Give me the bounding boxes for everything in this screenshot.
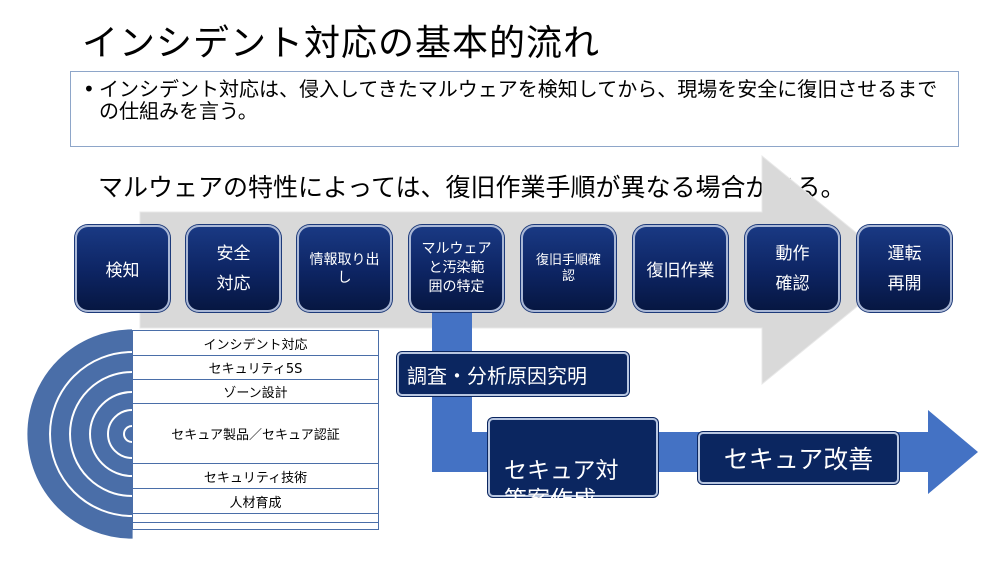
- layer-row: [133, 514, 378, 523]
- step-detection: 検知: [75, 225, 170, 312]
- layer-table: インシデント対応 セキュリティ5S ゾーン設計 セキュア製品／セキュア認証 セキ…: [132, 330, 379, 530]
- layer-row: セキュリティ技術: [133, 464, 378, 489]
- investigation-box: 調査・分析原因究明: [397, 352, 629, 396]
- layer-row: インシデント対応: [133, 331, 378, 356]
- page-title: インシデント対応の基本的流れ: [82, 23, 601, 64]
- subtitle: マルウェアの特性によっては、復旧作業手順が異なる場合がある。: [98, 173, 846, 202]
- step-recovery-check: 復旧手順確 認: [521, 225, 616, 312]
- step-malware-scope: マルウェア と汚染範 囲の特定: [409, 225, 504, 312]
- layer-row: [133, 523, 378, 529]
- layer-row: 人材育成: [133, 489, 378, 514]
- step-restart: 運転 再開: [857, 225, 952, 312]
- improvement-box: セキュア改善: [698, 432, 899, 484]
- step-recovery-work: 復旧作業: [633, 225, 728, 312]
- step-safety-response: 安全 対応: [186, 225, 281, 312]
- bullet-marker: •: [83, 77, 95, 101]
- layer-semicircles: [27, 329, 133, 539]
- step-info-extraction: 情報取り出 し: [297, 225, 392, 312]
- layer-row: ゾーン設計: [133, 380, 378, 404]
- step-operation-check: 動作 確認: [745, 225, 840, 312]
- layer-row: セキュリティ5S: [133, 356, 378, 380]
- intro-text-box: • インシデント対応は、侵入してきたマルウェアを検知してから、現場を安全に復旧さ…: [70, 71, 959, 147]
- layer-row: セキュア製品／セキュア認証: [133, 404, 378, 464]
- countermeasure-box: セキュア対 策案作成: [488, 418, 658, 513]
- intro-text: インシデント対応は、侵入してきたマルウェアを検知してから、現場を安全に復旧させる…: [99, 77, 938, 123]
